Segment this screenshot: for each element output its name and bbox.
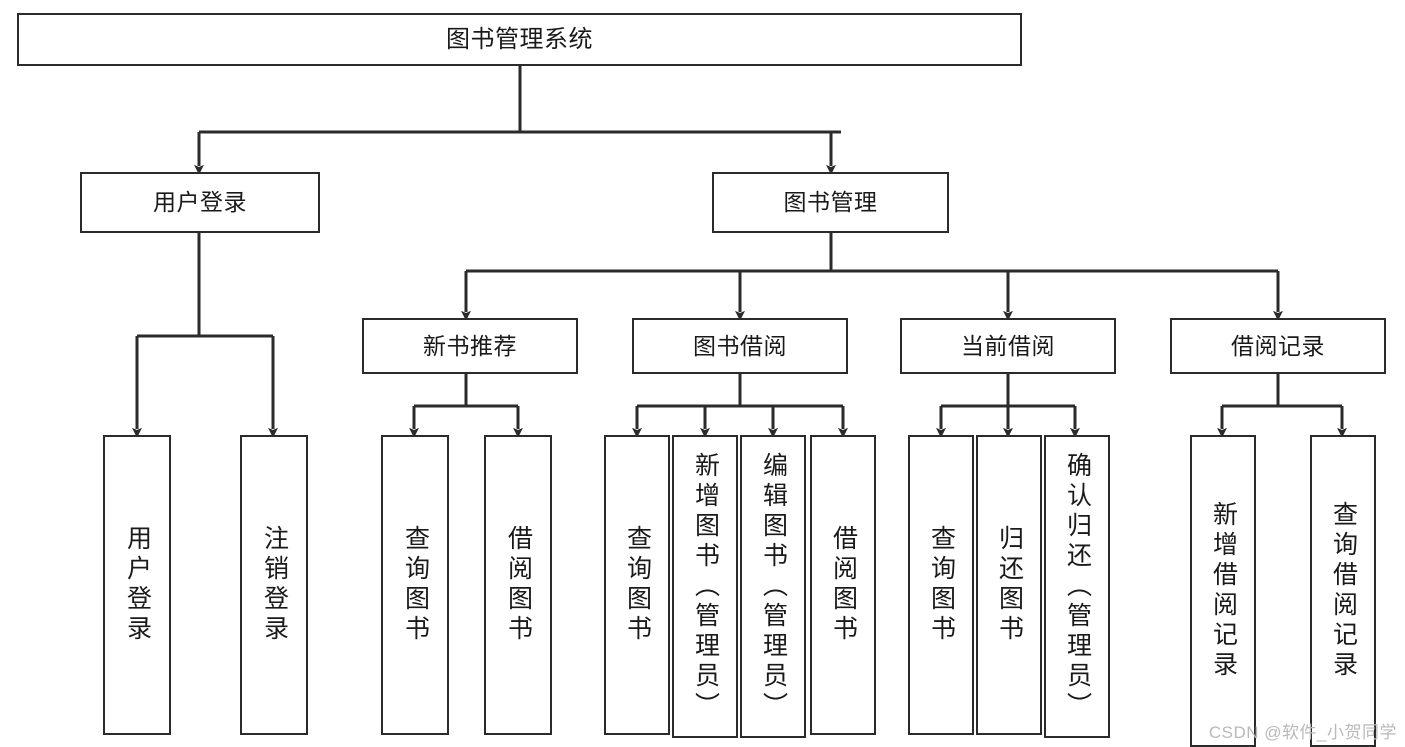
node-leaf-borrow-do-label: 借阅图书 (829, 525, 858, 645)
node-root[interactable]: 图书管理系统 (17, 13, 1022, 66)
node-leaf-record-add-label: 新增借阅记录 (1209, 501, 1238, 681)
node-leaf-borrow-edit[interactable]: 编辑图书（管理员） (740, 435, 806, 738)
node-leaf-borrow-edit-label: 编辑图书（管理员） (759, 451, 788, 722)
node-user-login[interactable]: 用户登录 (80, 172, 320, 233)
node-book-borrow[interactable]: 图书借阅 (632, 318, 848, 374)
node-book-borrow-label: 图书借阅 (693, 332, 787, 359)
node-leaf-current-confirm-label: 确认归还（管理员） (1063, 451, 1092, 722)
node-leaf-borrow-add[interactable]: 新增图书（管理员） (672, 435, 738, 738)
node-book-management[interactable]: 图书管理 (712, 172, 949, 233)
node-leaf-record-add[interactable]: 新增借阅记录 (1190, 435, 1256, 747)
node-borrow-record[interactable]: 借阅记录 (1170, 318, 1386, 374)
node-leaf-borrow-query[interactable]: 查询图书 (604, 435, 670, 735)
node-book-management-label: 图书管理 (783, 189, 878, 216)
csdn-watermark: CSDN @软件_小贺同学 (1208, 723, 1397, 742)
node-leaf-user-logout-label: 注销登录 (260, 525, 289, 645)
node-leaf-user-login[interactable]: 用户登录 (103, 435, 171, 735)
node-leaf-borrow-add-label: 新增图书（管理员） (691, 451, 720, 722)
node-new-book-recommend[interactable]: 新书推荐 (362, 318, 578, 374)
node-leaf-user-logout[interactable]: 注销登录 (240, 435, 308, 735)
node-leaf-current-return-label: 归还图书 (995, 525, 1024, 645)
node-user-login-label: 用户登录 (153, 189, 247, 216)
node-leaf-newbook-borrow[interactable]: 借阅图书 (484, 435, 552, 735)
node-borrow-record-label: 借阅记录 (1231, 332, 1325, 359)
node-current-borrow[interactable]: 当前借阅 (900, 318, 1116, 374)
node-leaf-current-query-label: 查询图书 (927, 525, 956, 645)
node-current-borrow-label: 当前借阅 (961, 332, 1055, 359)
node-leaf-newbook-query-label: 查询图书 (401, 525, 430, 645)
node-leaf-borrow-do[interactable]: 借阅图书 (810, 435, 876, 735)
node-new-book-recommend-label: 新书推荐 (423, 332, 517, 359)
node-leaf-record-query[interactable]: 查询借阅记录 (1310, 435, 1376, 747)
node-leaf-current-confirm[interactable]: 确认归还（管理员） (1044, 435, 1110, 738)
node-leaf-newbook-query[interactable]: 查询图书 (381, 435, 449, 735)
node-leaf-user-login-label: 用户登录 (123, 525, 152, 645)
node-root-label: 图书管理系统 (446, 25, 593, 53)
node-leaf-borrow-query-label: 查询图书 (623, 525, 652, 645)
node-leaf-current-query[interactable]: 查询图书 (908, 435, 974, 735)
node-leaf-record-query-label: 查询借阅记录 (1329, 501, 1358, 681)
node-leaf-current-return[interactable]: 归还图书 (976, 435, 1042, 735)
node-leaf-newbook-borrow-label: 借阅图书 (504, 525, 533, 645)
